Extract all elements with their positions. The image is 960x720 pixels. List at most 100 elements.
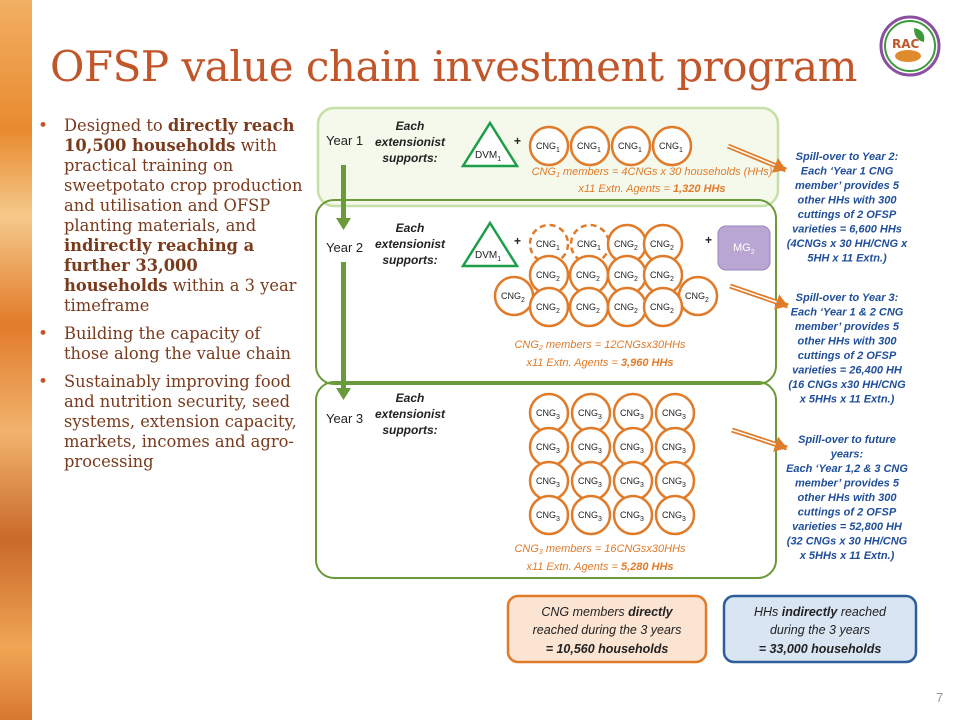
agents-note: x11 Extn. Agents = 1,320 HHs — [577, 183, 725, 195]
subscript-text: 2 — [556, 276, 560, 283]
extensionist-text: extensionist — [375, 237, 446, 251]
label-text: CNG — [620, 408, 640, 418]
cng-label: CNG3 — [620, 510, 644, 523]
year-label: Year 2 — [326, 240, 363, 255]
subscript-text: 2 — [556, 308, 560, 315]
cng-circle — [612, 426, 654, 468]
subscript-text: 2 — [596, 276, 600, 283]
subscript-text: 3 — [556, 482, 560, 489]
note-text: members = 12CNGsx30HHs — [543, 339, 686, 351]
cng-label: CNG2 — [536, 302, 560, 315]
note-text: members = 16CNGsx30HHs — [543, 543, 686, 555]
label-text: CNG — [659, 141, 679, 151]
cng-circle — [570, 426, 612, 468]
subscript-text: 3 — [640, 414, 644, 421]
label-text: CNG — [578, 476, 598, 486]
subscript-text: 3 — [640, 448, 644, 455]
cng-label: CNG1 — [536, 141, 560, 154]
cng-circle — [569, 223, 611, 265]
cng-circle — [570, 392, 612, 434]
cng-label: CNG3 — [662, 510, 686, 523]
label-text: CNG — [620, 476, 640, 486]
year-arrow-shaft — [341, 262, 346, 390]
label-text: CNG — [650, 239, 670, 249]
spillover-text: x 5HHs x 11 Extn.) — [799, 394, 895, 406]
cng-label: CNG1 — [618, 141, 642, 154]
note-text: x11 Extn. Agents = — [525, 357, 620, 369]
cng-label: CNG3 — [578, 510, 602, 523]
note-text: CNG — [514, 339, 539, 351]
label-text: CNG — [618, 141, 638, 151]
extensionist-text: supports: — [382, 423, 437, 437]
label-text: CNG — [576, 302, 596, 312]
subscript-text: 3 — [556, 516, 560, 523]
spillover-text: cuttings of 2 OFSP — [798, 507, 897, 519]
spillover-text: Each ‘Year 1 & 2 CNG — [791, 307, 904, 319]
bullet-item: Designed to directly reach 10,500 househ… — [38, 116, 306, 316]
members-note: CNG1 members = 4CNGs x 30 households (HH… — [532, 166, 773, 179]
cng-circle — [568, 286, 610, 328]
note-text: members = 4CNGs x 30 households (HHs) — [560, 166, 773, 178]
cng-label: CNG3 — [578, 476, 602, 489]
year3-panel — [315, 381, 777, 579]
bullet-item: Building the capacity of those along the… — [38, 324, 306, 364]
extensionist-text: extensionist — [375, 407, 446, 421]
subscript-text: 3 — [682, 482, 686, 489]
dvm-label: DVM1 — [475, 150, 501, 163]
label-text: CNG — [536, 141, 556, 151]
mg2-box — [717, 225, 771, 271]
cng-circle — [528, 426, 570, 468]
spillover-text: 5HH x 11 Extn.) — [807, 253, 887, 265]
spillover-heading: Spill-over to future — [798, 434, 896, 446]
year-arrow-head — [336, 218, 351, 230]
label-text: CNG — [614, 270, 634, 280]
cng-circle — [654, 426, 696, 468]
cng-label: CNG2 — [614, 239, 638, 252]
subscript-text: 1 — [556, 245, 560, 252]
label-text: CNG — [577, 239, 597, 249]
label-text: CNG — [576, 270, 596, 280]
label-text: CNG — [662, 408, 682, 418]
extensionist-text: Each — [396, 221, 425, 235]
extensionist-text: Each — [396, 391, 425, 405]
spillover-text: member’ provides 5 — [795, 321, 900, 333]
bullet-bold-text: directly reach 10,500 households — [64, 116, 295, 155]
cng-label: CNG3 — [536, 442, 560, 455]
plus-sign: + — [705, 233, 712, 247]
label-text: CNG — [536, 510, 556, 520]
note-value: 5,280 HHs — [621, 561, 674, 573]
extensionist-text: extensionist — [375, 135, 446, 149]
label-text: DVM — [475, 150, 497, 161]
cng-label: CNG3 — [620, 442, 644, 455]
note-text: CNG — [514, 543, 539, 555]
subscript-text: 2 — [705, 297, 709, 304]
label-text: CNG — [620, 510, 640, 520]
cng-label: CNG1 — [577, 141, 601, 154]
spillover-text: cuttings of 2 OFSP — [798, 350, 897, 362]
label-text: CNG — [662, 510, 682, 520]
year1-panel — [316, 106, 780, 208]
label-text: CNG — [536, 408, 556, 418]
subscript-text: 2 — [751, 249, 755, 256]
spillover-text: member’ provides 5 — [795, 478, 900, 490]
cng-label: CNG3 — [620, 476, 644, 489]
spillover-text: years: — [830, 449, 864, 461]
summary-direct-total: = 10,560 households — [546, 642, 669, 656]
spillover-text: member’ provides 5 — [795, 180, 900, 192]
summary-indirect-box — [722, 594, 918, 664]
subscript-text: 3 — [640, 516, 644, 523]
logo-text: RAC — [892, 37, 920, 51]
summary-direct-line1: CNG members directly — [541, 605, 673, 619]
bullet-bold-text: indirectly reaching a further 33,000 hou… — [64, 236, 255, 295]
cng-circle — [654, 494, 696, 536]
year-arrow-shaft — [341, 165, 346, 220]
subscript-text: 2 — [634, 276, 638, 283]
label-text: CNG — [536, 239, 556, 249]
decorative-sweetpotato-strip — [0, 0, 32, 720]
spillover-text: other HHs with 300 — [797, 336, 897, 348]
spillover-text: (4CNGs x 30 HH/CNG x — [787, 238, 908, 250]
cng-circle — [677, 275, 719, 317]
cng-circle — [570, 494, 612, 536]
cng-circle — [654, 392, 696, 434]
cng-label: CNG2 — [576, 302, 600, 315]
